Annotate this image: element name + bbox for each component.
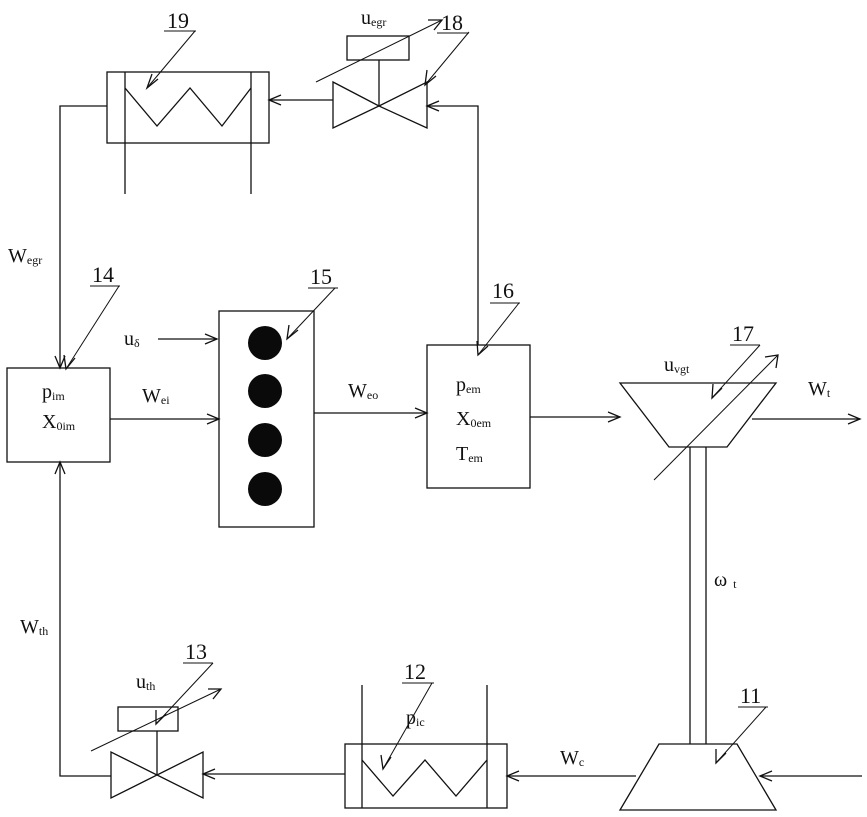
label-13: 13 [185,639,207,664]
turbo-shaft: ωt [690,447,737,744]
u-th-label: uth [136,671,155,693]
cylinder-1 [248,326,282,360]
u-vgt-label: uvgt [664,354,690,376]
label-19: 19 [167,8,189,33]
label-18: 18 [441,10,463,35]
label-15: 15 [310,264,332,289]
throttle-body-left [111,752,157,798]
leader-18 [425,32,469,85]
w-ei-label: Wei [142,385,170,407]
w-th-label: Wth [20,616,48,638]
egr-cooler: 19 [107,8,269,194]
egr-cooler-to-intake [60,106,107,368]
cylinder-4 [248,472,282,506]
label-12: 12 [404,659,426,684]
throttle-body-right [157,752,203,798]
label-17: 17 [732,321,754,346]
intake-manifold-box [7,368,110,462]
label-11: 11 [740,683,761,708]
cylinder-3 [248,423,282,457]
u-delta-label: uδ [124,328,140,350]
w-t-label: Wt [808,378,831,400]
leader-14 [66,286,119,369]
cylinder-2 [248,374,282,408]
u-egr-label: uegr [361,7,386,29]
throttle-valve: 13 uth [91,639,221,798]
omega-t-label: ωt [714,569,737,591]
egr-valve-actuator [347,36,409,60]
throttle-to-intake [60,462,111,776]
turbine: 17 uvgt [620,321,778,480]
egr-valve-body-left [333,82,379,128]
turbine-body [620,383,776,447]
intercooler: pic 12 [345,659,507,808]
label-16: 16 [492,278,514,303]
label-14: 14 [92,262,114,287]
intake-manifold: pim X0im 14 [7,262,120,462]
compressor-body [620,744,776,810]
p-ic-label: pic [406,707,425,729]
intercooler-body [345,744,507,808]
w-c-label: Wc [560,747,584,769]
compressor: 11 [620,683,862,810]
w-eo-label: Weo [348,380,378,402]
egr-valve-body-right [379,82,427,128]
w-egr-label: Wegr [8,245,42,267]
egr-cooler-body [107,72,269,143]
egr-valve: 18 uegr [316,7,469,128]
egr-flow-up [427,106,478,345]
